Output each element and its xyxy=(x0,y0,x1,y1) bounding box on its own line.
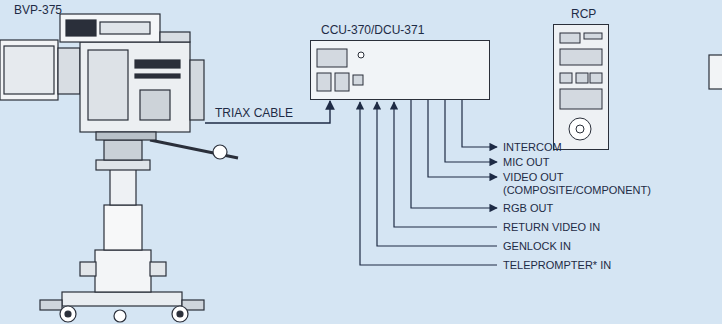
panel-detail xyxy=(554,25,608,149)
signal-name: TELEPROMPTER* IN xyxy=(503,258,611,272)
unit-name: RCP xyxy=(571,7,596,21)
signal-name: RETURN VIDEO IN xyxy=(503,220,600,234)
panel-detail xyxy=(311,41,489,99)
partial-unit xyxy=(709,55,722,89)
unit-name: BVP-375 xyxy=(14,3,62,17)
camera-unit: BVP-375 xyxy=(0,0,205,324)
cable-label: TRIAX CABLE xyxy=(215,106,293,120)
signal-name: GENLOCK IN xyxy=(503,239,571,253)
signal-name: RGB OUT xyxy=(503,201,553,215)
signal-name: MIC OUT xyxy=(503,155,549,169)
remote-panel: RCP xyxy=(553,24,609,150)
signal-name: (COMPOSITE/COMPONENT) xyxy=(503,183,651,197)
unit-name: CCU-370/DCU-371 xyxy=(321,23,424,37)
signal-name: VIDEO OUT xyxy=(503,170,564,184)
cable-connector xyxy=(205,101,330,123)
signal-lines xyxy=(360,100,497,265)
camera-illustration xyxy=(0,14,238,322)
signal-name: INTERCOM xyxy=(503,140,562,154)
control-unit-box: CCU-370/DCU-371 xyxy=(310,40,490,100)
